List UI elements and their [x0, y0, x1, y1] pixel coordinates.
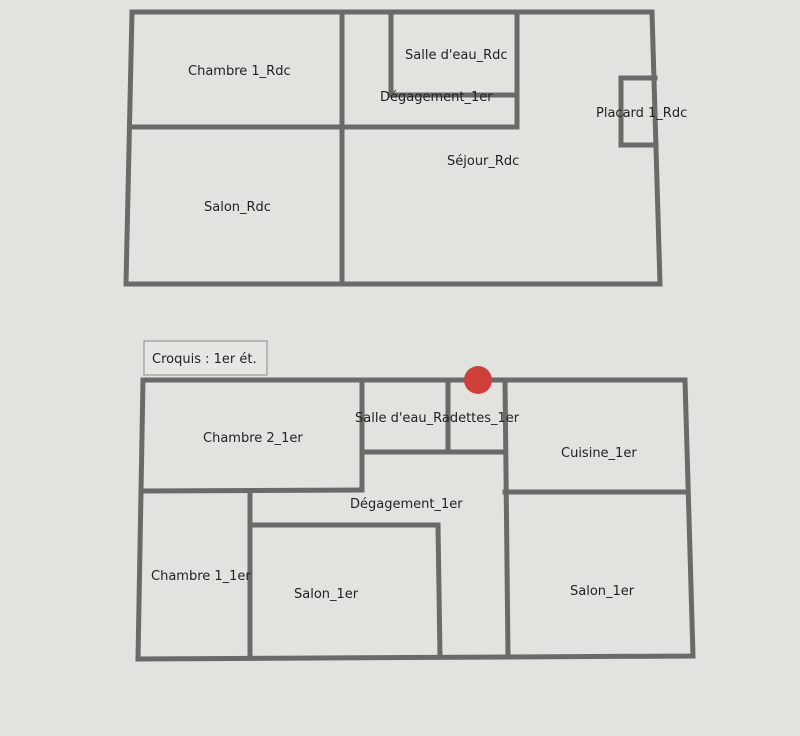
room-label: Chambre 2_1er: [203, 431, 303, 446]
caption: Croquis : 1er ét.: [152, 352, 257, 367]
room-label: Séjour_Rdc: [447, 154, 519, 169]
placard-wall: [618, 75, 659, 148]
room-label: Salon_1er: [570, 584, 635, 599]
room-label: Chambre 1_Rdc: [188, 64, 291, 79]
room-label: Dégagement_1er: [350, 497, 463, 512]
room-label: Placard 1_Rdc: [596, 106, 687, 121]
room-label: Dégagement_1er: [380, 90, 493, 105]
wall: [502, 377, 511, 659]
caption-box: Croquis : 1er ét.: [143, 340, 268, 376]
room-label: Cuisine_1er: [561, 446, 637, 461]
ground-outer-wall: [123, 9, 663, 287]
wall: [435, 522, 443, 660]
room-label: Salle d'eau_Radettes_1er: [355, 411, 520, 426]
first-floor-plan: Chambre 2_1er Salle d'eau_Radettes_1er C…: [135, 366, 696, 662]
room-label: Chambre 1_1er: [151, 569, 251, 584]
room-label: Salon_Rdc: [204, 200, 271, 215]
room-label: Salon_1er: [294, 587, 359, 602]
ground-floor-plan: Chambre 1_Rdc Salle d'eau_Rdc Dégagement…: [123, 9, 687, 287]
location-marker: [464, 366, 492, 394]
room-label: Salle d'eau_Rdc: [405, 48, 508, 63]
